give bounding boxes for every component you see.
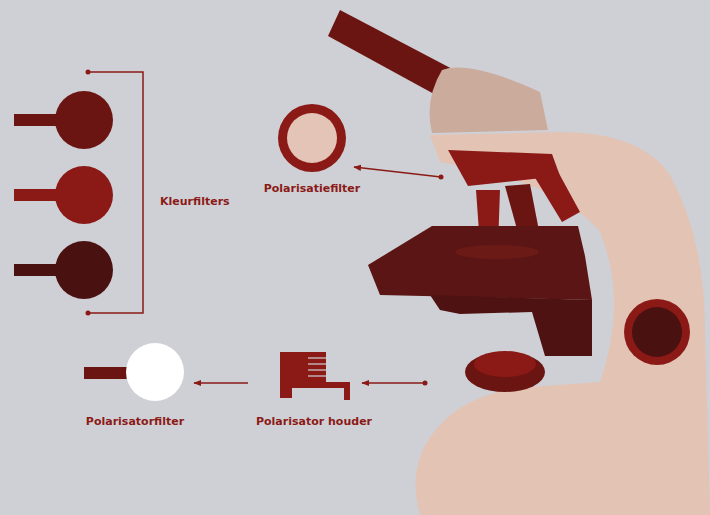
- stage-aperture: [455, 245, 539, 259]
- bracket-dot: [86, 70, 91, 75]
- bracket: [88, 72, 143, 313]
- polarizer-filter-shape: [80, 340, 190, 428]
- microscope-arm: [416, 132, 710, 515]
- polarizer-holder-shape: [258, 348, 370, 428]
- filter-ring: [278, 104, 346, 172]
- leader-dot: [439, 175, 444, 180]
- color-filter: [55, 166, 113, 224]
- polarisation-filter: Polarisatiefilter: [260, 100, 365, 196]
- stage: [368, 226, 592, 300]
- leader-dot: [423, 381, 428, 386]
- bracket-dot: [86, 311, 91, 316]
- color-filter: [55, 91, 113, 149]
- color-filter: [55, 241, 113, 299]
- part-label: Polarisatiefilter: [264, 182, 361, 195]
- objective-lens: [534, 168, 580, 222]
- stage-support: [430, 295, 592, 356]
- focus-knob-inner: [632, 307, 682, 357]
- polarizer-holder: Polarisator houder: [252, 348, 376, 428]
- leader-line: [354, 167, 441, 177]
- filter-handle: [84, 367, 134, 379]
- polarizer-filter: Polarisatorfilter: [80, 340, 190, 428]
- polarisation-filter-shape: [262, 100, 362, 196]
- condenser: [465, 352, 545, 392]
- leader-line: [362, 382, 425, 383]
- holder-icon: [280, 352, 350, 400]
- part-label: Polarisator houder: [256, 415, 372, 428]
- focus-knob: [624, 299, 690, 365]
- filter-glass: [287, 113, 337, 163]
- polarizer-disc: [126, 343, 184, 401]
- microscope-head: [430, 68, 548, 133]
- group-label: Kleurfilters: [160, 195, 230, 208]
- part-label: Polarisatorfilter: [86, 415, 184, 428]
- connector-arrow: [194, 382, 248, 383]
- condenser-top: [474, 351, 536, 377]
